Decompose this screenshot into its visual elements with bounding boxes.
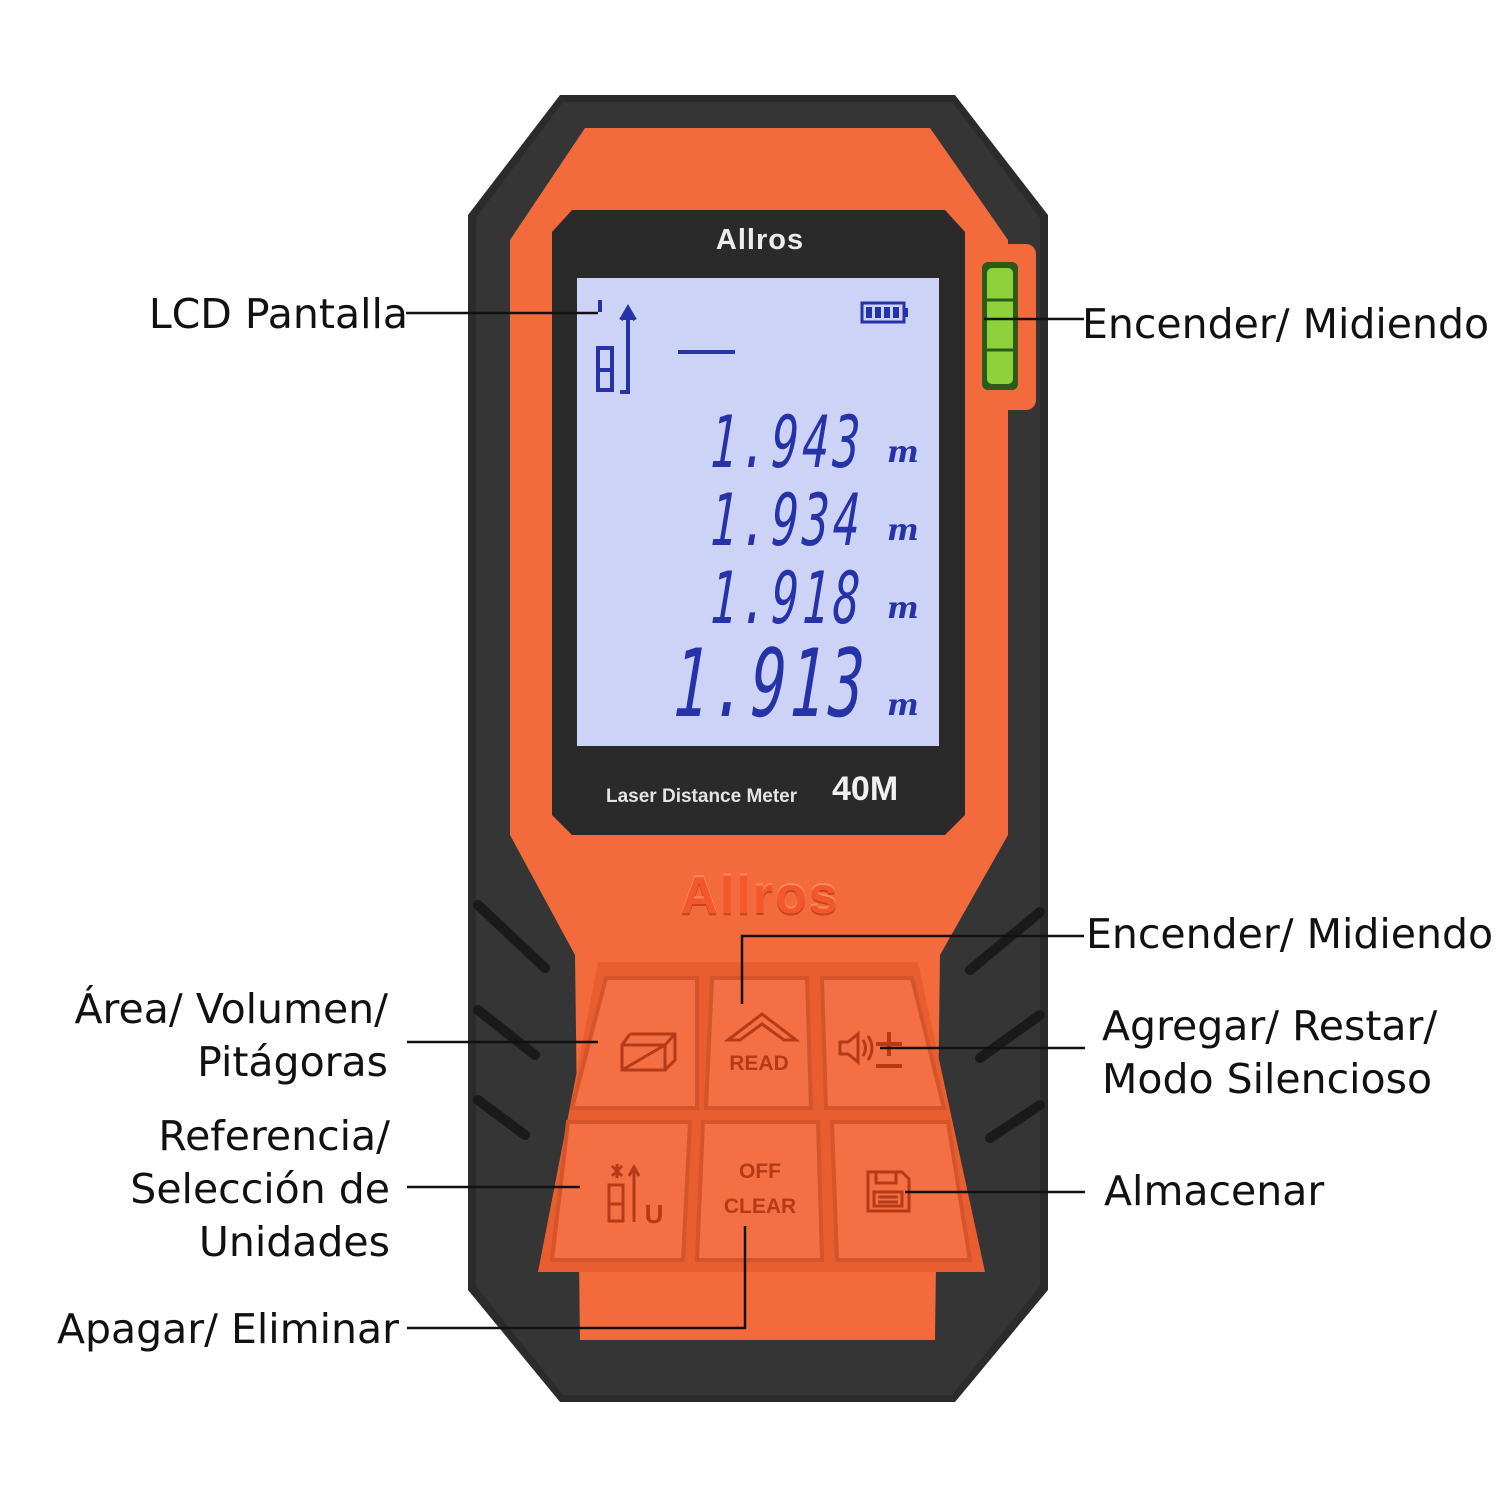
reference-icon (596, 300, 637, 394)
lcd-reading-3: 1.918 (709, 556, 866, 640)
leader-lines (406, 311, 1085, 1330)
callout-read: Encender/ Midiendo (1086, 910, 1494, 958)
callout-area: Área/ Volumen/ Pitágoras (74, 985, 389, 1086)
lcd-unit-1: m (887, 435, 919, 470)
key-reference (549, 1120, 693, 1262)
brand-emboss: Allros (680, 867, 840, 925)
reference-unit-icon (607, 1163, 641, 1223)
callout-off: Apagar/ Eliminar (56, 1305, 399, 1353)
save-floppy-icon (866, 1170, 911, 1213)
off-key-label: OFF (739, 1160, 781, 1183)
lcd-unit-2: m (887, 513, 919, 548)
battery-icon (860, 301, 908, 324)
unit-letter: U (644, 1199, 664, 1229)
callout-lcd: LCD Pantalla (148, 290, 408, 338)
callout-level: Encender/ Midiendo (1082, 300, 1490, 348)
read-key-label: READ (729, 1052, 789, 1075)
lcd-unit-3: m (887, 591, 919, 626)
leader-read (740, 934, 1084, 1004)
area-volume-icon (620, 1032, 677, 1072)
level-vial (987, 268, 1013, 384)
lcd-reading-1: 1.943 (709, 400, 866, 484)
lcd-reading-2: 1.934 (709, 478, 866, 562)
lcd-unit-4: m (887, 688, 919, 723)
read-triangle-icon (723, 1012, 801, 1042)
lcd-reading-4: 1.913 (671, 630, 871, 739)
speaker-plus-minus-icon (838, 1030, 902, 1068)
model-range: 40M (832, 770, 899, 808)
callout-add: Agregar/ Restar/ Modo Silencioso (1102, 1002, 1438, 1103)
key-read (703, 976, 814, 1110)
callout-reference: Referencia/ Selección de Unidades (130, 1112, 390, 1266)
clear-key-label: CLEAR (723, 1195, 797, 1218)
model-name: Laser Distance Meter (606, 786, 798, 807)
grip-ridges (473, 900, 1045, 1143)
brand-logo: Allros (715, 224, 805, 256)
leader-off (407, 1226, 747, 1330)
key-off (694, 1120, 825, 1262)
key-area (569, 976, 699, 1110)
callout-store: Almacenar (1104, 1167, 1325, 1215)
lcd-screen (577, 278, 939, 746)
